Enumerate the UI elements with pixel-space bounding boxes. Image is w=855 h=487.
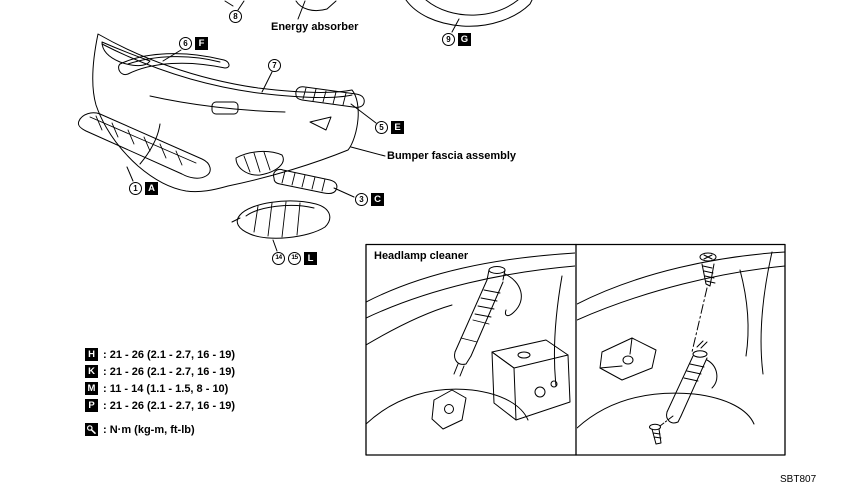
headlamp-cleaner-label: Headlamp cleaner (374, 250, 469, 262)
torque-letter-m-box: M (85, 382, 98, 395)
side-strip-3c-drawing (273, 169, 338, 195)
torque-spec-row-p: P : 21 - 26 (2.1 - 2.7, 16 - 19) (85, 399, 235, 412)
torque-unit-row: : N·m (kg-m, ft-lb) (85, 423, 195, 436)
callout-7: 7 (268, 59, 281, 72)
torque-spec-row-m: M : 11 - 14 (1.1 - 1.5, 8 - 10) (85, 382, 228, 395)
leader-lines (126, 0, 460, 252)
callout-c-letter-box: C (371, 193, 384, 206)
energy-absorber-partial-drawing (224, 0, 337, 12)
callout-3-number: 3 (355, 193, 368, 206)
callout-1-a: 1 A (129, 182, 158, 195)
side-strip-5e-drawing (295, 86, 365, 108)
inset-panel-borders (365, 243, 786, 456)
callout-1-number: 1 (129, 182, 142, 195)
callout-5-e: 5 E (375, 121, 404, 134)
protector-strip-1a-drawing (77, 112, 211, 179)
callout-9-number: 9 (442, 33, 455, 46)
bracket-piece-6f-drawing (118, 53, 230, 76)
callout-6-f: 6 F (179, 37, 208, 50)
callout-a-letter-box: A (145, 182, 158, 195)
callout-8: 8 (229, 10, 242, 23)
torque-spec-row-h: H : 21 - 26 (2.1 - 2.7, 16 - 19) (85, 348, 235, 361)
callout-7-number: 7 (268, 59, 281, 72)
callout-5-number: 5 (375, 121, 388, 134)
torque-spec-h-value: : 21 - 26 (2.1 - 2.7, 16 - 19) (103, 348, 236, 361)
figure-code: SBT807 (780, 474, 817, 485)
torque-unit-text: : N·m (kg-m, ft-lb) (103, 423, 195, 436)
callout-14-number: 14 (272, 252, 285, 265)
bumper-fascia-label: Bumper fascia assembly (387, 150, 517, 162)
callout-14-15-l: 14 15 L (272, 252, 317, 265)
torque-spec-row-k: K : 21 - 26 (2.1 - 2.7, 16 - 19) (85, 365, 235, 378)
callout-6-number: 6 (179, 37, 192, 50)
torque-wrench-icon (85, 423, 98, 436)
torque-spec-k-value: : 21 - 26 (2.1 - 2.7, 16 - 19) (103, 365, 236, 378)
torque-spec-p-value: : 21 - 26 (2.1 - 2.7, 16 - 19) (103, 399, 236, 412)
callout-15-number: 15 (288, 252, 301, 265)
bumper-fascia-drawing (92, 33, 359, 193)
headlamp-cleaner-left-drawing (366, 252, 575, 430)
headlamp-cleaner-right-drawing (577, 251, 785, 445)
energy-absorber-label: Energy absorber (271, 21, 359, 33)
torque-spec-m-value: : 11 - 14 (1.1 - 1.5, 8 - 10) (103, 382, 229, 395)
callout-l-letter-box: L (304, 252, 317, 265)
torque-letter-h-box: H (85, 348, 98, 361)
callout-3-c: 3 C (355, 193, 384, 206)
callout-g-letter-box: G (458, 33, 471, 46)
torque-letter-p-box: P (85, 399, 98, 412)
callout-9-g: 9 G (442, 33, 471, 46)
callout-e-letter-box: E (391, 121, 404, 134)
callout-f-letter-box: F (195, 37, 208, 50)
fog-lamp-piece-drawing (231, 200, 331, 239)
torque-letter-k-box: K (85, 365, 98, 378)
callout-8-number: 8 (229, 10, 242, 23)
reinforcement-partial-drawing (405, 0, 533, 27)
